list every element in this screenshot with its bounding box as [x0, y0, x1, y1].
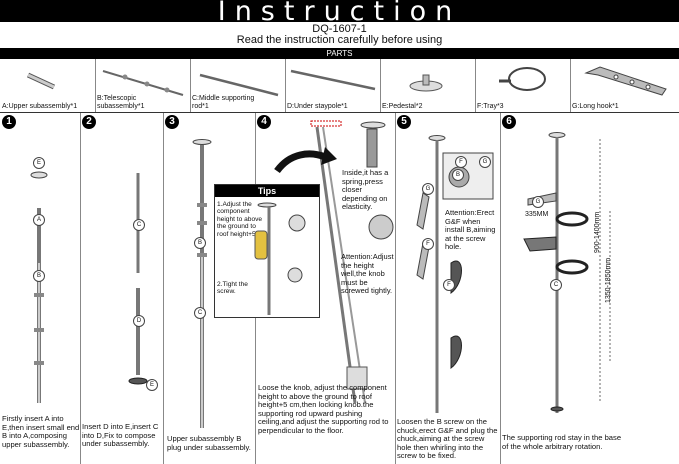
- step-3-caption: Upper subassembly B plug under subassemb…: [167, 434, 251, 452]
- part-g-label: G:Long hook*1: [572, 103, 619, 110]
- part-b-label: B:Telescopic subassembly*1: [97, 95, 145, 110]
- callout-e: E: [33, 157, 45, 169]
- tips-illustration: [254, 202, 306, 315]
- callout-g-5: G: [422, 183, 434, 195]
- steps-row: 1 E A B Firstly insert A into E,then ins…: [0, 113, 679, 464]
- telescopic-subassembly-illustration: [102, 70, 184, 96]
- callout-b-3: B: [194, 237, 206, 249]
- pedestal-illustration: [409, 74, 443, 92]
- tip-2: 2.Tight the screw.: [217, 281, 248, 296]
- part-a-label: A:Upper subassembly*1: [2, 103, 78, 110]
- part-f: F:Tray*3: [475, 59, 571, 112]
- under-staypole-illustration: [290, 69, 376, 91]
- part-c-label: C:Middle supporting rod*1: [192, 95, 255, 110]
- callout-g-6: G: [532, 196, 544, 208]
- callout-b: B: [33, 270, 45, 282]
- part-d: D:Under staypole*1: [285, 59, 381, 112]
- tips-box: Tips 1.Adjust the component height to ab…: [214, 184, 320, 318]
- step-6-illustration: [523, 132, 611, 413]
- step-2-caption: Insert D into E,insert C into D,Fix to c…: [82, 422, 159, 448]
- callout-f-5a: F: [455, 156, 467, 168]
- step-1-caption: Firstly insert A into E,then insert smal…: [2, 414, 80, 449]
- callout-c: C: [133, 219, 145, 231]
- step-6: 6 G C 335MM 900-1400mm 1350-1850mm The s…: [500, 113, 679, 464]
- subtitle: Read the instruction carefully before us…: [236, 34, 443, 46]
- step-5: 5 G B F G F F Attention:Erect G&F when i…: [395, 113, 501, 464]
- part-a: A:Upper subassembly*1: [0, 59, 96, 112]
- tray-illustration: [499, 67, 546, 91]
- callout-e-2: E: [146, 379, 158, 391]
- step-5-number: 5: [397, 115, 411, 129]
- spring-note: Inside,it has a spring,press closer depe…: [342, 168, 389, 211]
- tip-1: 1.Adjust the component height to above t…: [217, 201, 265, 238]
- step-6-number: 6: [502, 115, 516, 129]
- step-2-illustration: [128, 173, 148, 385]
- model-number: DQ-1607-1: [312, 23, 367, 35]
- part-b: B:Telescopic subassembly*1: [95, 59, 191, 112]
- step-1-illustration: [30, 171, 48, 403]
- step-2: 2 C D E Insert D into E,insert C into D,…: [80, 113, 164, 464]
- step-6-caption: The supporting rod stay in the base of t…: [502, 433, 622, 451]
- parts-bar: PARTS: [0, 48, 679, 59]
- part-e-label: E:Pedestal*2: [382, 103, 423, 110]
- part-e: E:Pedestal*2: [380, 59, 476, 112]
- callout-f-5b: F: [422, 238, 434, 250]
- callout-c-6: C: [550, 279, 562, 291]
- upper-subassembly-illustration: [26, 72, 56, 90]
- callout-f-5c: F: [443, 279, 455, 291]
- step-4: 4 Inside,it has a spring,press closer de…: [255, 113, 396, 464]
- part-f-label: F:Tray*3: [477, 103, 504, 110]
- parts-row: A:Upper subassembly*1 B:Telescopic subas…: [0, 59, 679, 113]
- middle-rod-illustration: [199, 73, 279, 97]
- part-c: C:Middle supporting rod*1: [190, 59, 286, 112]
- callout-c-3: C: [194, 307, 206, 319]
- title-bar: Instruction: [0, 0, 679, 27]
- dimension-1350-1850: 1350-1850mm: [605, 257, 612, 303]
- tips-title: Tips: [215, 185, 319, 197]
- dimension-900-1400: 900-1400mm: [594, 211, 601, 253]
- step-2-number: 2: [82, 115, 96, 129]
- callout-d: D: [133, 315, 145, 327]
- attention-erect-note: Attention:Erect G&F when install B,aimin…: [445, 208, 496, 251]
- callout-b-5: B: [452, 169, 464, 181]
- step-5-caption: Loosen the B screw on the chuck,erect G&…: [397, 417, 498, 460]
- callout-a: A: [33, 214, 45, 226]
- page-title: Instruction: [217, 0, 462, 27]
- step-1: 1 E A B Firstly insert A into E,then ins…: [0, 113, 81, 464]
- part-d-label: D:Under staypole*1: [287, 103, 348, 110]
- part-g: G:Long hook*1: [570, 59, 679, 112]
- dimension-335: 335MM: [525, 211, 549, 218]
- step-3-illustration: [192, 139, 212, 428]
- step-1-number: 1: [2, 115, 16, 129]
- step-4-number: 4: [257, 115, 271, 129]
- callout-g-5b: G: [479, 156, 491, 168]
- step-3-number: 3: [165, 115, 179, 129]
- long-hook-illustration: [584, 66, 667, 96]
- step-4-illustration: [274, 120, 394, 404]
- attention-knob-note: Attention:Adjust the height well,the kno…: [341, 252, 394, 295]
- step-4-caption: Loose the knob, adjust the component hei…: [258, 383, 389, 435]
